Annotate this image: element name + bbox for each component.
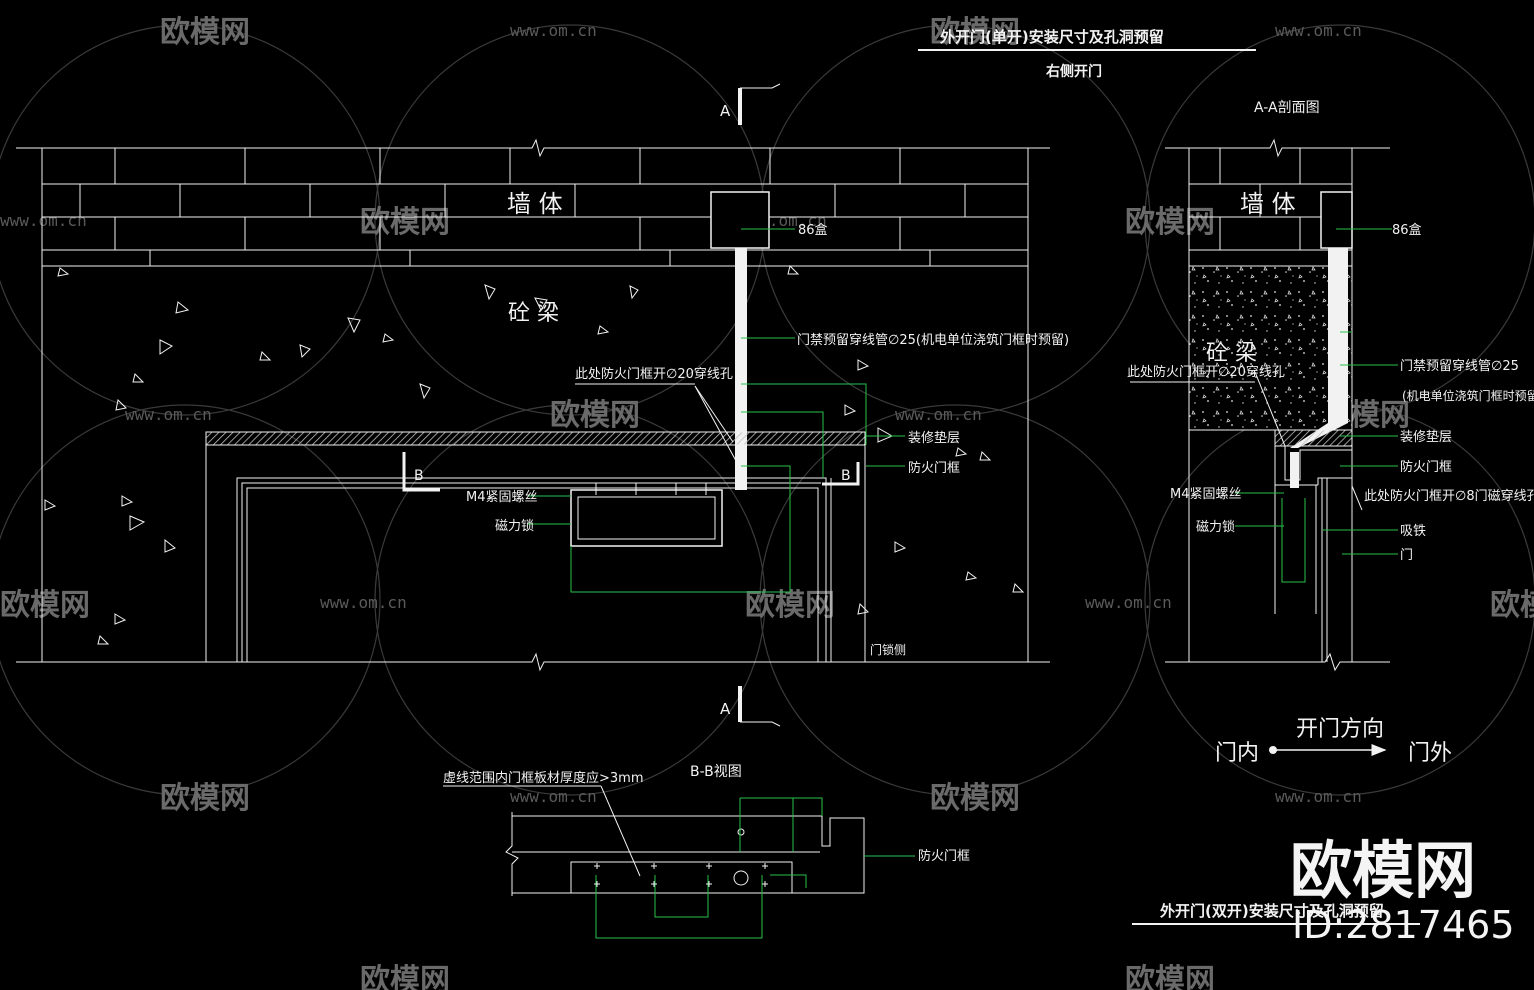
section-aa-title: A-A剖面图 [1254, 100, 1320, 116]
watermark-brand: 欧模网 [930, 15, 1020, 50]
watermark-brand: 欧模网 [1125, 963, 1215, 990]
section-m4-screw-label: M4紧固螺丝 [1170, 487, 1242, 502]
section-maglock-label: 磁力锁 [1196, 519, 1235, 535]
elevation-labels: A A 墙 体 砼 梁 86盒 门禁预留穿线管∅25(机电单位浇筑门框时预留) … [414, 102, 1069, 718]
watermark-brand: 欧模网 [1125, 205, 1215, 240]
watermark-url: www.om.cn [895, 405, 982, 424]
bottom-title: 外开门(双开)安装尺寸及孔洞预留 [1132, 902, 1420, 925]
watermark-url: www.om.cn [510, 787, 597, 806]
watermark-url: www.om.cn [320, 593, 407, 612]
open-direction-label: 开门方向 [1296, 717, 1384, 742]
watermark-url: www.om.cn [0, 211, 87, 230]
section-conduit-label: 门禁预留穿线管∅25 [1400, 358, 1519, 374]
section-conduit-note: (机电单位浇筑门框时预留) [1402, 388, 1534, 403]
door-inside-label: 门内 [1215, 741, 1259, 766]
wall-label: 墙 体 [507, 190, 563, 218]
title-right-side: 右侧开门 [1045, 63, 1102, 80]
watermark-url: www.om.cn [125, 405, 212, 424]
hole20-label: 此处防火门框开∅20穿线孔 [575, 366, 733, 382]
section-suction-label: 吸铁 [1400, 524, 1426, 539]
section-beam-label: 砼 梁 [1206, 341, 1257, 366]
watermark-brand: 欧模网 [160, 15, 250, 50]
lock-side-label: 门锁侧 [870, 642, 906, 657]
bb-view [443, 785, 915, 939]
section-aa-view [1130, 138, 1398, 672]
section-mark-a-bottom: A [720, 700, 731, 718]
watermark-brand: 欧模网 [160, 781, 250, 816]
box86-label: 86盒 [798, 222, 828, 238]
beam-label: 砼 梁 [508, 301, 559, 326]
title-block: 外开门(单开)安装尺寸及孔洞预留 右侧开门 [918, 28, 1256, 80]
watermark-brand: 欧模网 [930, 781, 1020, 816]
bb-fire-frame-label: 防火门框 [918, 848, 970, 864]
title-single-door: 外开门(单开)安装尺寸及孔洞预留 [939, 28, 1164, 46]
section-hole8-label: 此处防火门框开∅8门磁穿线孔 [1364, 488, 1534, 504]
section-fire-frame-label: 防火门框 [1400, 459, 1452, 475]
bb-note: 虚线范围内门框板材厚度应>3mm [443, 770, 644, 786]
watermark-brand: 欧模网 [0, 588, 90, 623]
open-direction: 开门方向 门内 门外 [1215, 717, 1452, 766]
watermark-brand: 欧模网 [360, 205, 450, 240]
door-outside-label: 门外 [1408, 741, 1452, 766]
section-box86-label: 86盒 [1392, 222, 1422, 238]
section-finish-layer-label: 装修垫层 [1400, 429, 1452, 445]
m4-screw-label: M4紧固螺丝 [466, 490, 538, 505]
bb-labels: B-B视图 虚线范围内门框板材厚度应>3mm 防火门框 [443, 764, 970, 864]
watermark-url: www.om.cn [510, 21, 597, 40]
fire-frame-label: 防火门框 [908, 460, 960, 476]
logo-text: 欧模网 [1290, 834, 1476, 907]
bb-title: B-B视图 [690, 764, 742, 780]
watermark-brand: 欧模网 [745, 588, 835, 623]
elevation-view [16, 83, 1050, 727]
section-door-label: 门 [1400, 548, 1413, 563]
watermark-url: www.om.cn [1085, 593, 1172, 612]
watermark-brand: 欧模网 [360, 963, 450, 990]
section-hole20-label: 此处防火门框开∅20穿线孔 [1127, 364, 1285, 380]
brand-logo: 欧模网 ID:2817465 [1290, 834, 1515, 947]
b-mark-right: B [841, 468, 851, 484]
section-aa-labels: A-A剖面图 墙 体 砼 梁 86盒 门禁预留穿线管∅25 (机电单位浇筑门框时… [1127, 100, 1534, 563]
conduit-label: 门禁预留穿线管∅25(机电单位浇筑门框时预留) [797, 332, 1069, 348]
watermark-url: www.om.cn [1275, 787, 1362, 806]
finish-layer-label: 装修垫层 [908, 430, 960, 446]
watermark-brand: 欧模网 [550, 398, 640, 433]
title-double-door: 外开门(双开)安装尺寸及孔洞预留 [1159, 902, 1384, 920]
b-mark-left: B [414, 468, 424, 484]
section-wall-label: 墙 体 [1240, 190, 1296, 218]
watermark-brand: 欧模网 [1490, 588, 1534, 623]
section-mark-a-top: A [720, 102, 731, 120]
logo-id: ID:2817465 [1292, 903, 1515, 947]
watermark-url: www.om.cn [1275, 21, 1362, 40]
maglock-label: 磁力锁 [495, 518, 534, 534]
